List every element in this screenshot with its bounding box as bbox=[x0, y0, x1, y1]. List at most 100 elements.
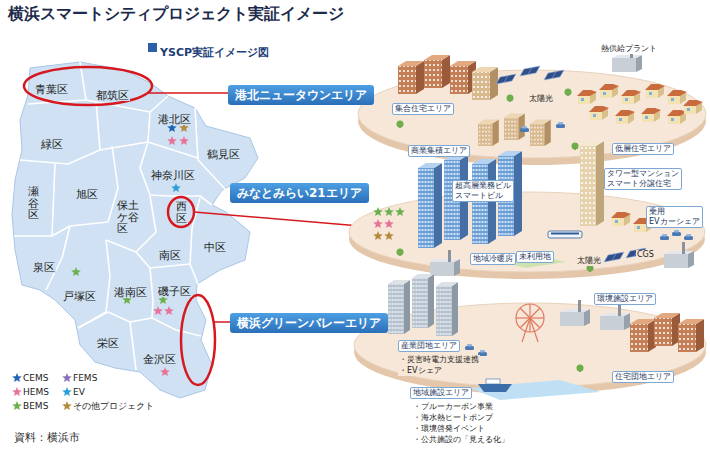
environment-facility bbox=[600, 304, 630, 330]
cgs-plant bbox=[664, 242, 694, 268]
solar-panel bbox=[626, 248, 646, 258]
environment-facility bbox=[560, 300, 590, 326]
sea bbox=[470, 380, 600, 400]
ferris-wheel-leg bbox=[522, 318, 530, 342]
legend-text: その他プロジェクト bbox=[73, 401, 154, 412]
text-slot: 西区 bbox=[175, 201, 188, 224]
ward-name: 旭区 bbox=[75, 188, 99, 200]
car bbox=[556, 122, 565, 128]
text-slot: 集合住宅エリア bbox=[392, 96, 454, 115]
subtitle-square bbox=[148, 43, 157, 52]
ward-name: 磯子区 bbox=[157, 285, 192, 297]
project-star bbox=[373, 231, 383, 240]
text-slot: CGS bbox=[636, 242, 655, 261]
house bbox=[683, 100, 703, 114]
project-star bbox=[373, 207, 383, 216]
area-tag: 地域冷暖房 bbox=[470, 253, 516, 265]
district-heating-plant bbox=[430, 250, 460, 276]
area-note: ・環境啓発イベント bbox=[412, 424, 486, 434]
legend-swatch-box bbox=[62, 401, 72, 411]
area-tag: 地域施設エリア bbox=[410, 387, 472, 399]
area-note: ・ブルーカーボン事業 bbox=[412, 402, 494, 412]
text-slot: 港北ニュータウンエリア bbox=[228, 84, 374, 105]
ward-boundary bbox=[140, 142, 212, 205]
highlight-ellipse bbox=[181, 295, 215, 385]
house bbox=[621, 90, 641, 104]
highlight-ellipse bbox=[24, 67, 152, 105]
house bbox=[577, 90, 597, 104]
house bbox=[667, 90, 687, 104]
text-slot: 環境施設エリア bbox=[594, 286, 656, 305]
area-note: ・EVシェア bbox=[398, 366, 443, 376]
subtitle: YSCP実証イメージ図 bbox=[160, 45, 269, 60]
tree bbox=[577, 365, 584, 373]
ward-name: 栄区 bbox=[96, 337, 120, 349]
area-disc: 横浜グリーンバレーエリア産業団地エリア・災害時電力支援連携・EVシェア環境施設エ… bbox=[222, 262, 708, 447]
tree bbox=[507, 95, 514, 103]
apartment-building bbox=[424, 55, 450, 88]
office-tower bbox=[472, 159, 496, 244]
ferris-wheel-spoke bbox=[520, 308, 540, 328]
ward-boundary bbox=[106, 196, 156, 252]
car bbox=[465, 344, 474, 350]
area-tag: 未利用地 bbox=[516, 251, 554, 263]
ev-car bbox=[672, 230, 681, 236]
area-tag: 乗用 EVカーシェア bbox=[646, 206, 703, 228]
ward-name: 金沢区 bbox=[142, 353, 177, 365]
house bbox=[667, 110, 687, 124]
legend-swatch bbox=[62, 401, 72, 410]
ward-boundary bbox=[46, 226, 70, 290]
ward-name: 保土ケ谷区 bbox=[116, 200, 150, 235]
office-tower bbox=[498, 151, 522, 236]
ward-boundary bbox=[130, 322, 136, 370]
legend-entry: CEMS bbox=[12, 373, 48, 384]
legend-swatch bbox=[12, 387, 22, 396]
ferris-wheel-spoke bbox=[516, 317, 544, 318]
text-slot: 緑区 bbox=[40, 133, 64, 152]
highlight-marks bbox=[24, 67, 362, 385]
legend-swatch bbox=[12, 373, 22, 382]
ward-name: 都筑区 bbox=[95, 89, 130, 101]
text-slot: YSCP実証イメージ図 bbox=[160, 41, 269, 60]
ward-boundary bbox=[52, 146, 118, 236]
text-slot: みなとみらい21エリア bbox=[230, 182, 369, 203]
ward-name: 港南区 bbox=[113, 286, 148, 298]
project-star bbox=[179, 136, 189, 145]
disc-surface bbox=[349, 192, 705, 272]
house bbox=[611, 212, 631, 226]
area-note: CGS bbox=[636, 250, 655, 260]
legend-swatch bbox=[12, 401, 22, 410]
house bbox=[599, 84, 619, 98]
house bbox=[589, 106, 609, 120]
area-tag: タワー型マンション スマート分譲住宅 bbox=[604, 168, 682, 190]
project-star bbox=[373, 219, 383, 228]
project-star bbox=[160, 367, 170, 376]
tree bbox=[617, 373, 624, 381]
tree bbox=[587, 265, 594, 273]
area-note: ・公共施設の「見える化」 bbox=[412, 435, 510, 445]
text-slot: 横浜スマートシティプロジェクト実証イメージ bbox=[8, 4, 344, 23]
apartment-building bbox=[450, 61, 476, 94]
project-star bbox=[153, 306, 163, 315]
legend-swatch-box bbox=[62, 373, 72, 383]
ward-boundaries bbox=[14, 62, 226, 370]
ward-boundary bbox=[52, 164, 55, 236]
industrial-building bbox=[412, 274, 434, 328]
area-heading: 横浜グリーンバレーエリア bbox=[230, 313, 388, 333]
tower-mansion bbox=[580, 141, 604, 226]
text-slot: 商業集積エリア bbox=[408, 138, 470, 157]
solar-panel bbox=[604, 252, 624, 262]
text-slot: 南区 bbox=[158, 244, 182, 263]
text-slot: 熱供給プラント bbox=[600, 36, 658, 55]
text-slot: 資料：横浜市 bbox=[14, 426, 80, 445]
project-star bbox=[167, 136, 177, 145]
legend-swatch-box bbox=[12, 401, 22, 411]
tree bbox=[397, 249, 404, 257]
text-slot: 戸塚区 bbox=[62, 285, 97, 304]
ward-name: 神奈川区 bbox=[150, 169, 196, 181]
house bbox=[615, 110, 635, 124]
area-heading: みなとみらい21エリア bbox=[230, 183, 369, 203]
shop-building bbox=[504, 114, 525, 140]
ward-boundary bbox=[150, 268, 153, 318]
